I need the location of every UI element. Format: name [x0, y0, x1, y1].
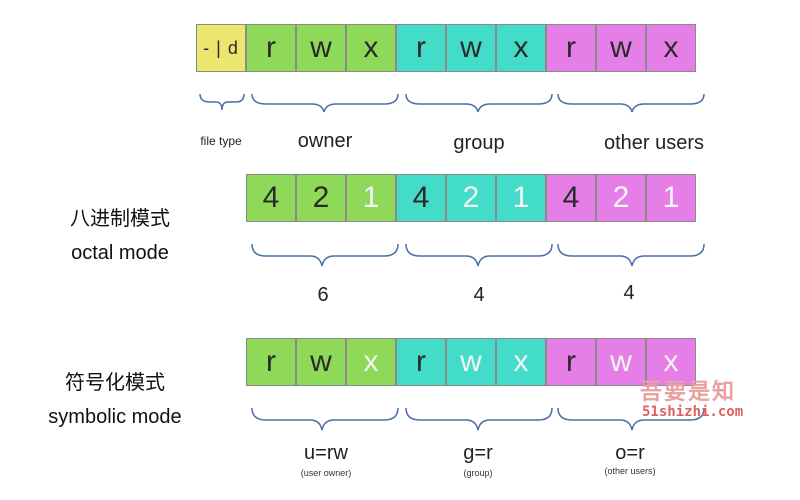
owner-label: owner — [297, 130, 353, 152]
octal-owner-1: 1 — [346, 174, 396, 222]
sym-owner-value: u=rw — [304, 442, 348, 464]
octal-row: 4 2 1 4 2 1 4 2 1 — [246, 174, 696, 222]
sym-group-r: r — [396, 338, 446, 386]
octal-owner-2: 2 — [296, 174, 346, 222]
other-exec-cell: x — [646, 24, 696, 72]
sym-owner-x: x — [346, 338, 396, 386]
brace-group — [405, 93, 553, 113]
owner-read-cell: r — [246, 24, 296, 72]
octal-mode-title-en: octal mode — [71, 242, 169, 264]
brace-octal-owner — [251, 243, 399, 267]
octal-mode-title-cn: 八进制模式 — [70, 208, 170, 230]
sym-owner-r: r — [246, 338, 296, 386]
owner-write-cell: w — [296, 24, 346, 72]
sym-group-note: (group) — [463, 468, 493, 478]
watermark-url: 51shizhi.com — [642, 404, 744, 420]
sym-group-w: w — [446, 338, 496, 386]
octal-owner-value: 6 — [317, 284, 329, 306]
other-users-label: other users — [603, 132, 705, 154]
octal-owner-4: 4 — [246, 174, 296, 222]
symbolic-mode-title-cn: 符号化模式 — [65, 372, 165, 394]
sym-owner-note: (user owner) — [300, 468, 352, 478]
brace-sym-group — [405, 407, 553, 431]
sym-owner-w: w — [296, 338, 346, 386]
symbolic-row: r w x r w x r w x — [246, 338, 696, 386]
brace-sym-owner — [251, 407, 399, 431]
symbolic-mode-title-en: symbolic mode — [48, 406, 182, 428]
octal-other-2: 2 — [596, 174, 646, 222]
octal-other-4: 4 — [546, 174, 596, 222]
brace-octal-group — [405, 243, 553, 267]
brace-owner — [251, 93, 399, 113]
group-write-cell: w — [446, 24, 496, 72]
octal-other-value: 4 — [623, 282, 635, 304]
octal-mode-title: 八进制模式 octal mode — [40, 202, 200, 270]
brace-other — [557, 93, 705, 113]
group-label: group — [453, 132, 505, 154]
watermark-logo: 吾要是知 — [640, 379, 737, 405]
symbolic-mode-title: 符号化模式 symbolic mode — [30, 366, 200, 434]
brace-sym-other — [557, 407, 705, 431]
other-write-cell: w — [596, 24, 646, 72]
other-read-cell: r — [546, 24, 596, 72]
sym-other-w: w — [596, 338, 646, 386]
group-read-cell: r — [396, 24, 446, 72]
sym-group-x: x — [496, 338, 546, 386]
octal-group-value: 4 — [473, 284, 485, 306]
sym-group-value: g=r — [463, 442, 493, 464]
octal-group-1: 1 — [496, 174, 546, 222]
sym-other-r: r — [546, 338, 596, 386]
octal-group-2: 2 — [446, 174, 496, 222]
sym-other-value: o=r — [615, 442, 645, 464]
brace-octal-other — [557, 243, 705, 267]
file-type-cell: - | d — [196, 24, 246, 72]
group-exec-cell: x — [496, 24, 546, 72]
octal-group-4: 4 — [396, 174, 446, 222]
permission-string-row: - | d r w x r w x r w x — [196, 24, 696, 72]
sym-other-x: x — [646, 338, 696, 386]
octal-other-1: 1 — [646, 174, 696, 222]
brace-file-type — [199, 93, 245, 111]
sym-other-note: (other users) — [604, 466, 656, 476]
file-type-label: file type — [200, 134, 242, 148]
owner-exec-cell: x — [346, 24, 396, 72]
